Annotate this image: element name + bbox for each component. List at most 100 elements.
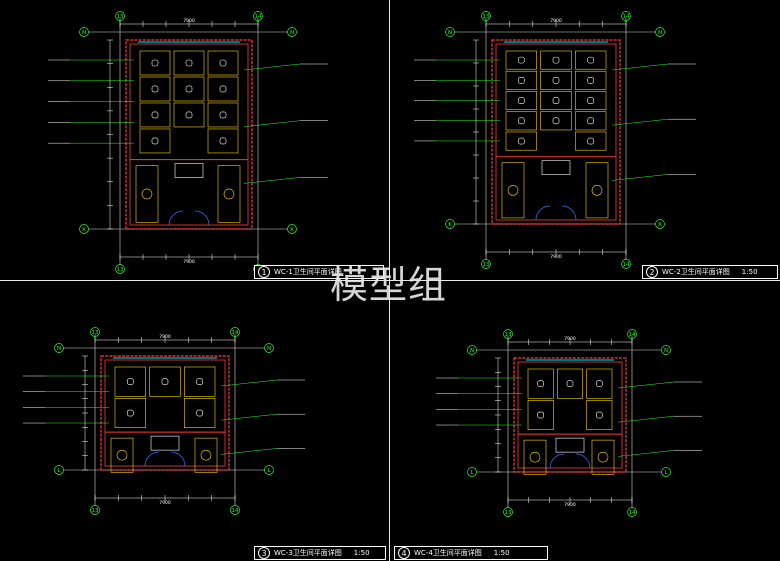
toilet-fixture <box>587 97 594 104</box>
axis-bubble-label: 13 <box>117 14 124 20</box>
toilet-fixture <box>196 378 203 385</box>
axis-bubble-label: 13 <box>117 267 124 273</box>
toilet-fixture <box>552 77 560 84</box>
toilet-stall <box>540 91 572 111</box>
axis-bubble <box>481 259 491 269</box>
door-swing <box>168 210 184 226</box>
toilet-stall <box>173 102 205 128</box>
axis-bubble-label: L <box>57 468 61 474</box>
panel-4-title-block: 4 WC-4卫生间平面详图 1:50 <box>394 546 548 560</box>
annotation-leader <box>611 118 669 126</box>
utility-room <box>555 437 585 453</box>
toilet-stall <box>139 76 171 102</box>
axis-bubble <box>621 11 631 21</box>
axis-bubble-label: K <box>658 222 662 228</box>
outer-wall <box>513 357 627 473</box>
toilet-fixture <box>537 411 544 419</box>
axis-bubble-label: 13 <box>92 330 99 336</box>
sink-fixture <box>200 449 212 461</box>
toilet-fixture <box>196 409 203 417</box>
toilet-stall <box>207 76 239 102</box>
inner-wall <box>129 43 249 226</box>
axis-bubble-label: N <box>57 346 61 352</box>
axis-bubble <box>627 507 637 517</box>
annotation-leader <box>611 174 669 181</box>
toilet-stall <box>575 50 607 70</box>
toilet-fixture <box>518 137 525 145</box>
accessible-room <box>501 162 525 219</box>
panel-4-number: 4 <box>398 547 410 559</box>
toilet-fixture <box>518 56 525 64</box>
axis-bubble <box>445 27 455 37</box>
toilet-fixture <box>219 111 227 119</box>
axis-bubble <box>230 505 240 515</box>
annotation-leader <box>611 63 669 71</box>
toilet-stall <box>114 398 146 429</box>
panel-1-number: 1 <box>258 266 270 278</box>
annotation-leader <box>617 415 675 423</box>
axis-bubble-label: K <box>82 227 86 233</box>
axis-bubble <box>264 465 274 475</box>
toilet-stall <box>575 111 607 131</box>
toilet-stall <box>184 366 216 397</box>
toilet-fixture <box>552 56 560 64</box>
utility-room <box>541 160 571 176</box>
axis-bubble <box>467 467 477 477</box>
axis-bubble <box>621 259 631 269</box>
axis-bubble-label: L <box>664 470 668 476</box>
axis-bubble-label: 14 <box>232 330 239 336</box>
toilet-fixture <box>537 380 544 387</box>
toilet-fixture <box>587 56 594 64</box>
toilet-stall <box>114 366 146 397</box>
toilet-fixture <box>151 85 159 93</box>
toilet-fixture <box>518 97 525 104</box>
sink-fixture <box>223 188 235 200</box>
axis-bubble-label: L <box>267 468 271 474</box>
toilet-stall <box>586 368 613 399</box>
accessible-room <box>585 162 609 219</box>
toilet-fixture <box>518 77 525 84</box>
toilet-stall <box>139 102 171 128</box>
toilet-stall <box>527 368 554 399</box>
toilet-fixture <box>185 111 193 119</box>
toilet-fixture <box>219 85 227 93</box>
axis-bubble <box>661 345 671 355</box>
toilet-fixture <box>552 97 560 104</box>
annotation-leader <box>617 450 675 457</box>
axis-bubble <box>467 345 477 355</box>
toilet-fixture <box>219 59 227 67</box>
outer-wall <box>125 39 253 230</box>
toilet-fixture <box>566 380 574 387</box>
axis-bubble <box>503 507 513 517</box>
annotation-leader <box>617 381 675 389</box>
inner-wall <box>104 359 226 467</box>
sink-fixture <box>116 449 128 461</box>
annotation-leader <box>243 63 301 71</box>
axis-bubble-label: N <box>82 30 86 36</box>
annotation-leader <box>220 413 278 421</box>
axis-bubble-label: K <box>290 227 294 233</box>
toilet-stall <box>505 131 537 151</box>
toilet-stall <box>505 70 537 90</box>
toilet-fixture <box>596 380 603 387</box>
watermark-text: 模型组 <box>330 263 448 307</box>
axis-bubble-label: 14 <box>232 508 239 514</box>
panel-3-title-block: 3 WC-3卫生间平面详图 1:50 <box>254 546 386 560</box>
inner-wall <box>495 43 617 221</box>
toilet-stall <box>207 102 239 128</box>
axis-bubble-label: N <box>290 30 294 36</box>
axis-bubble <box>79 27 89 37</box>
horizontal-sheet-divider <box>0 280 780 281</box>
axis-bubble <box>503 329 513 339</box>
panel-3-title: WC-3卫生间平面详图 <box>274 549 342 557</box>
outer-wall <box>491 39 621 225</box>
axis-bubble-label: 14 <box>623 262 630 268</box>
toilet-stall <box>540 50 572 70</box>
toilet-stall <box>586 400 613 431</box>
accessible-room <box>194 437 218 473</box>
axis-bubble <box>264 343 274 353</box>
axis-bubble <box>287 224 297 234</box>
axis-bubble <box>253 11 263 21</box>
